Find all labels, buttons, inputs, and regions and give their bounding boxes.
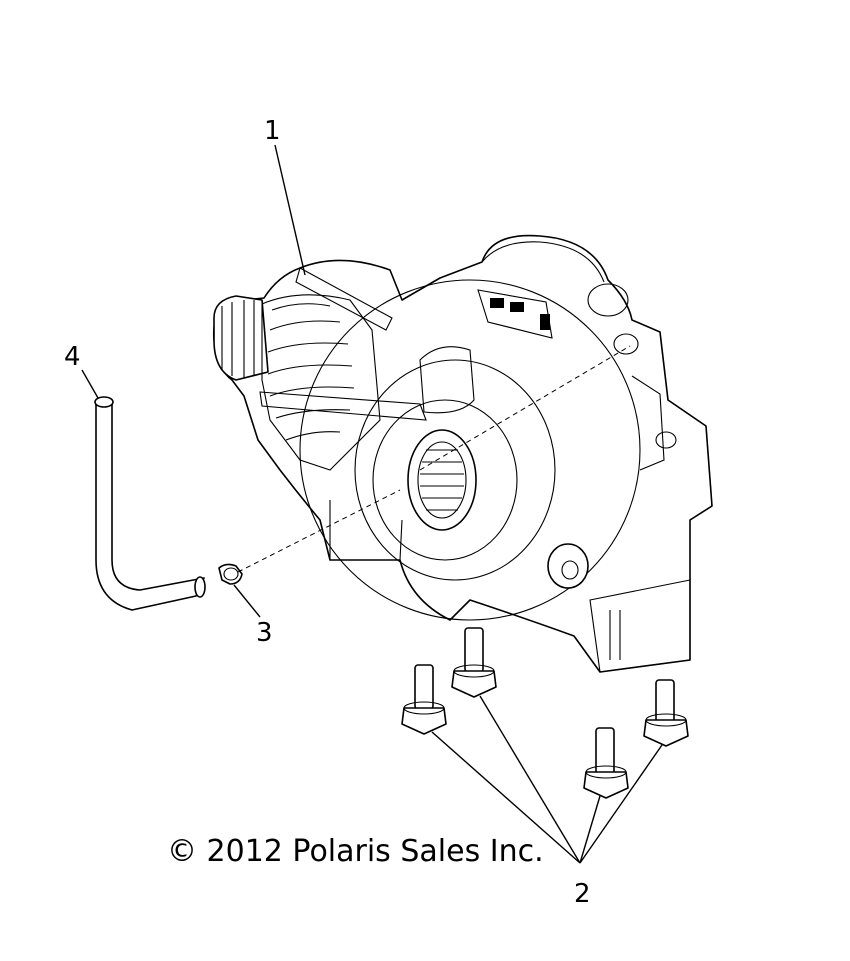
bolt-1 [401, 664, 447, 735]
leader-line-2d [579, 744, 663, 864]
bolt-3 [583, 727, 629, 799]
gearcase-assembly [212, 234, 713, 673]
leader-line-3 [233, 584, 261, 618]
callout-1: 1 [264, 116, 281, 146]
leader-line-2c [579, 795, 601, 864]
callout-2: 2 [574, 879, 591, 909]
alignment-line-vent [419, 345, 631, 471]
copyright-notice: © 2012 Polaris Sales Inc. [167, 834, 544, 869]
vent-hose [94, 396, 206, 611]
callout-3: 3 [256, 618, 273, 648]
leader-line-2a [431, 731, 581, 864]
leader-line-1 [274, 144, 306, 276]
alignment-line-plug [237, 489, 401, 573]
bolt-2 [451, 627, 497, 698]
callout-4: 4 [64, 342, 81, 372]
leader-line-4 [81, 369, 99, 399]
leader-line-2b [479, 695, 581, 864]
plug [218, 563, 243, 585]
bolt-4 [643, 679, 689, 747]
